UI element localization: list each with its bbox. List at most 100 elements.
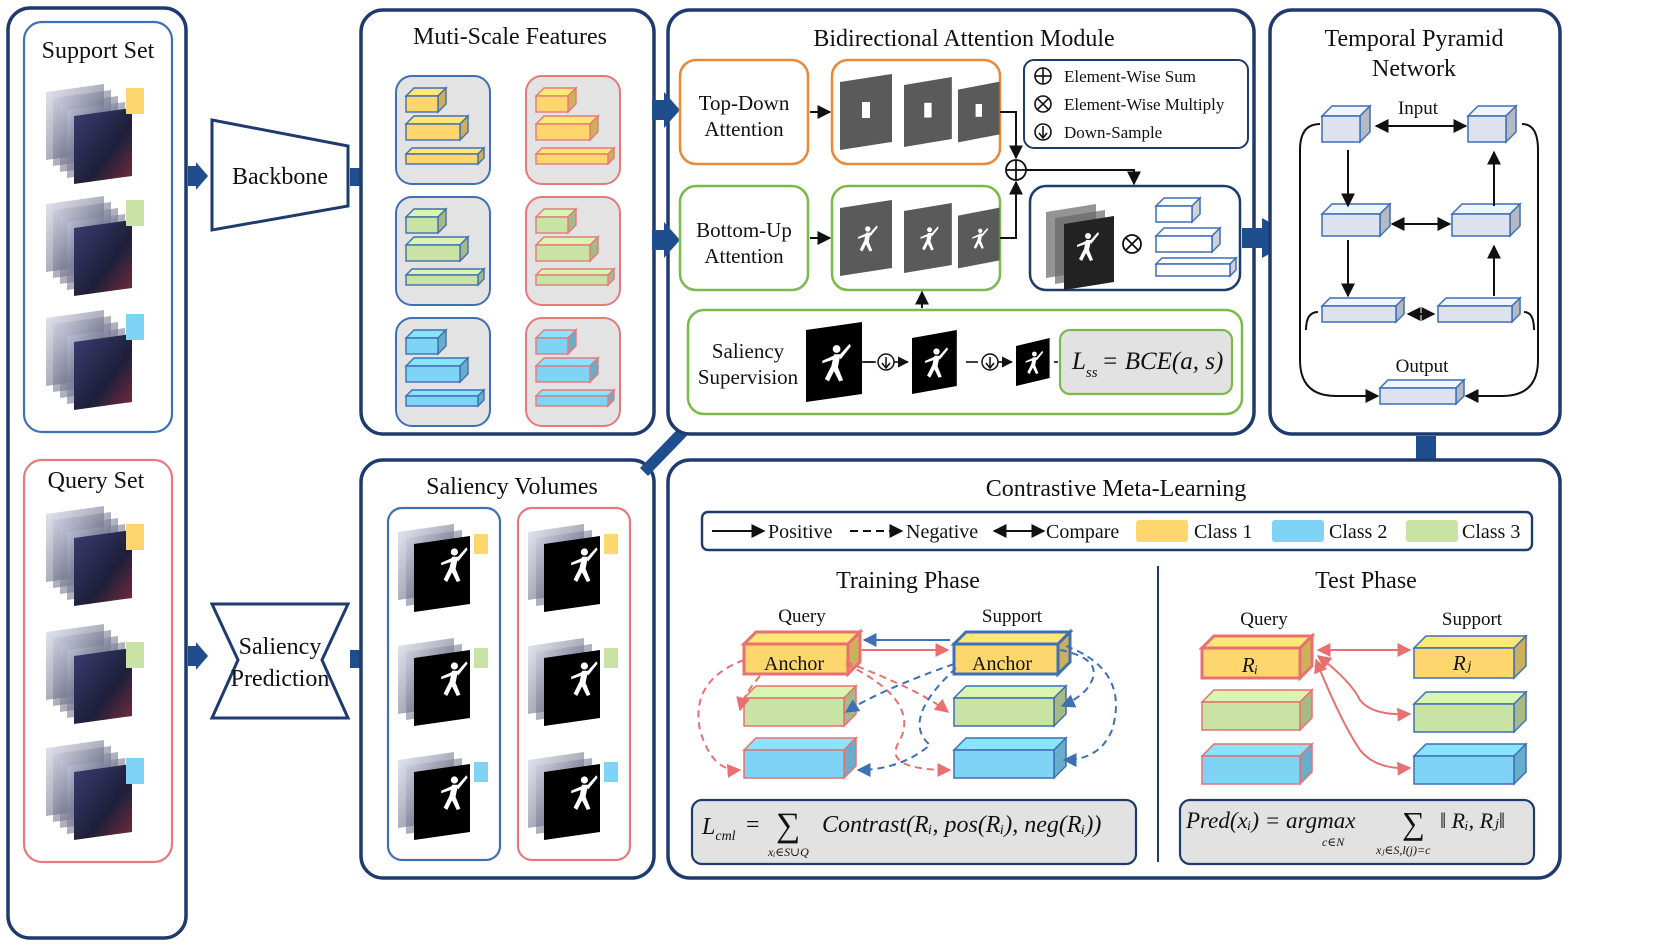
saliency-class-tag	[604, 762, 618, 782]
saliency-silhouette	[441, 547, 468, 582]
support-set-title: Support Set	[42, 38, 155, 64]
saliency-volume-2	[528, 638, 600, 726]
tpn-output	[1378, 378, 1466, 406]
tpn-title-line2: Network	[1372, 56, 1456, 82]
bottomup-to-sum-line	[1000, 180, 1023, 239]
multiply-icon	[1034, 95, 1052, 113]
tpn-title-line1: Temporal Pyramid	[1325, 26, 1504, 52]
feature-level-1	[404, 86, 448, 114]
feature-level-1	[534, 86, 578, 114]
tpn-input-left	[1320, 104, 1372, 144]
svg-text:Contrast(Rᵢ, pos(Rᵢ), neg(Rᵢ)): Contrast(Rᵢ, pos(Rᵢ), neg(Rᵢ))	[822, 812, 1101, 838]
down-sample-icon	[1034, 123, 1052, 141]
class3-swatch	[1406, 520, 1458, 542]
legend-class1: Class 1	[1194, 521, 1252, 543]
backbone-label: Backbone	[232, 164, 328, 190]
query-class2-block	[742, 736, 858, 780]
top-down-line1: Top-Down	[699, 91, 790, 115]
test-support-class2-block	[1412, 742, 1528, 786]
support-video-1	[46, 84, 132, 184]
svg-text:‖ Rᵢ, Rⱼ‖: ‖ Rᵢ, Rⱼ‖	[1440, 808, 1505, 833]
test-rj-label: Rⱼ	[1452, 651, 1472, 675]
sum-to-output-line	[1026, 169, 1141, 186]
saliency-class-tag	[474, 762, 488, 782]
output-silhouette	[1077, 232, 1099, 261]
legend-negative: Negative	[906, 521, 978, 543]
query-class-tag	[126, 758, 144, 784]
bottom-up-attention-maps	[840, 200, 1000, 276]
saliency-volume-2	[398, 638, 470, 726]
saliency-silhouette	[571, 775, 598, 810]
attention-blob	[924, 102, 932, 118]
test-phase-title: Test Phase	[1315, 568, 1417, 594]
feature-level-1	[404, 328, 448, 356]
support-video-stacks	[46, 84, 144, 410]
query-anchor-block	[740, 628, 864, 678]
feature-level-2	[404, 114, 470, 142]
tpn-low-left	[1320, 296, 1406, 324]
test-query-class3-block	[1200, 688, 1314, 732]
test-compare-arrows	[1314, 643, 1412, 776]
supervision-silhouette	[822, 343, 851, 382]
output-level-2	[1154, 226, 1222, 254]
operator-legend-box	[1023, 59, 1249, 149]
training-query-label: Query	[778, 606, 826, 627]
support-video-3	[46, 310, 132, 410]
multi-scale-features-title: Muti-Scale Features	[413, 24, 607, 50]
sum-node-icon	[1005, 159, 1027, 181]
top-down-attention-maps	[840, 74, 1000, 150]
feature-level-2	[534, 114, 600, 142]
tpn-low-right	[1436, 296, 1522, 324]
bam-title: Bidirectional Attention Module	[813, 26, 1114, 52]
svg-text:=: =	[746, 812, 760, 838]
feature-level-3	[404, 146, 486, 166]
tpn-mid-left	[1320, 202, 1392, 238]
query-set-title: Query Set	[48, 468, 145, 494]
arrow-features-to-bottomup	[652, 222, 680, 258]
support-class2-block	[952, 736, 1068, 780]
saliency-volume-3	[528, 752, 600, 840]
legend-down-label: Down-Sample	[1064, 123, 1162, 142]
query-video-2	[46, 624, 132, 724]
support-video-2	[46, 196, 132, 296]
test-support-rj-block	[1412, 634, 1528, 680]
saliency-map-stacks	[398, 524, 618, 840]
cml-title: Contrastive Meta-Learning	[986, 476, 1247, 502]
attention-blob	[862, 102, 870, 118]
training-embeddings	[740, 628, 1074, 780]
feature-level-1	[404, 207, 448, 235]
support-anchor-label: Anchor	[972, 653, 1032, 675]
saliency-silhouette	[571, 547, 598, 582]
training-arrows	[697, 633, 1117, 778]
support-class3-block	[952, 684, 1068, 728]
output-level-1	[1154, 196, 1202, 224]
bottom-up-line1: Bottom-Up	[696, 218, 792, 242]
topdown-to-sum-line	[1000, 111, 1023, 160]
prediction-formula-box	[1178, 798, 1536, 866]
class1-swatch	[1136, 520, 1188, 542]
attended-feature-pyramid	[1154, 196, 1238, 278]
tpn-input-right	[1466, 104, 1518, 144]
feature-level-3	[404, 388, 486, 408]
attention-blob	[975, 104, 982, 117]
feature-level-1	[534, 328, 578, 356]
saliency-prediction-line2: Prediction	[231, 666, 330, 692]
attention-silhouette	[857, 225, 878, 252]
feature-level-1	[534, 207, 578, 235]
down-sample-node-icon	[877, 353, 895, 371]
query-class3-block	[742, 684, 858, 728]
saliency-supervision-maps	[806, 322, 1058, 402]
feature-level-2	[534, 356, 600, 384]
bottom-up-line2: Attention	[704, 244, 784, 268]
top-down-line2: Attention	[704, 117, 784, 141]
supervision-silhouette	[924, 347, 949, 378]
svg-text:Lcml: Lcml	[701, 814, 736, 844]
feature-level-2	[404, 235, 470, 263]
prediction-formula: Pred(xᵢ) = argmax c∈N ∑ xⱼ∈S,l(j)=c ‖ Rᵢ…	[1185, 805, 1505, 857]
saliency-loss-box	[1058, 328, 1234, 396]
tpn-output-label: Output	[1396, 356, 1450, 377]
bottom-up-attention-box	[678, 184, 810, 292]
feature-level-2	[404, 356, 470, 384]
saliency-volumes-title: Saliency Volumes	[426, 474, 598, 500]
saliency-class-tag	[604, 534, 618, 554]
